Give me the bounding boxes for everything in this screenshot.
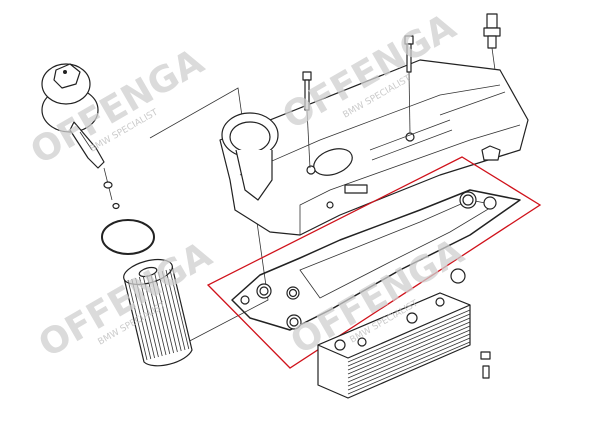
filter-pleat	[127, 279, 148, 361]
cooler-seal	[450, 268, 466, 284]
cooler-fin	[347, 333, 471, 387]
filter-pleat	[142, 275, 163, 357]
highlight-box	[206, 156, 542, 369]
cooler-fin	[347, 329, 471, 383]
small-seal	[112, 202, 120, 210]
small-o-ring	[103, 181, 113, 189]
cooler-fin	[347, 325, 471, 379]
filter-pleat	[169, 268, 190, 350]
filter-pleat	[154, 272, 174, 354]
clip	[481, 145, 501, 161]
filter-pleat	[139, 276, 159, 358]
cooler-fin	[347, 309, 471, 363]
cooler-bolt	[480, 351, 491, 379]
filter-pleat	[135, 277, 155, 359]
cooler-fin	[347, 321, 471, 375]
oil-filter-cap	[41, 63, 105, 169]
oil-filter-element	[123, 258, 193, 367]
filter-o-ring	[101, 219, 155, 255]
cooler-fin	[347, 317, 471, 371]
oil-cooler	[317, 292, 471, 399]
cooler-fin	[347, 337, 471, 391]
filter-pleat	[146, 274, 167, 356]
filter-pleat	[158, 271, 178, 353]
cooler-fin	[347, 313, 471, 367]
filter-pleat	[150, 273, 171, 355]
oil-pressure-sensor	[483, 13, 501, 49]
filter-pleat	[165, 269, 186, 351]
oil-filter-housing	[219, 59, 529, 236]
filter-pleat	[161, 270, 182, 352]
cooler-fin	[347, 341, 471, 395]
filter-pleat	[131, 278, 152, 360]
oil-cooler-gasket	[231, 189, 521, 331]
